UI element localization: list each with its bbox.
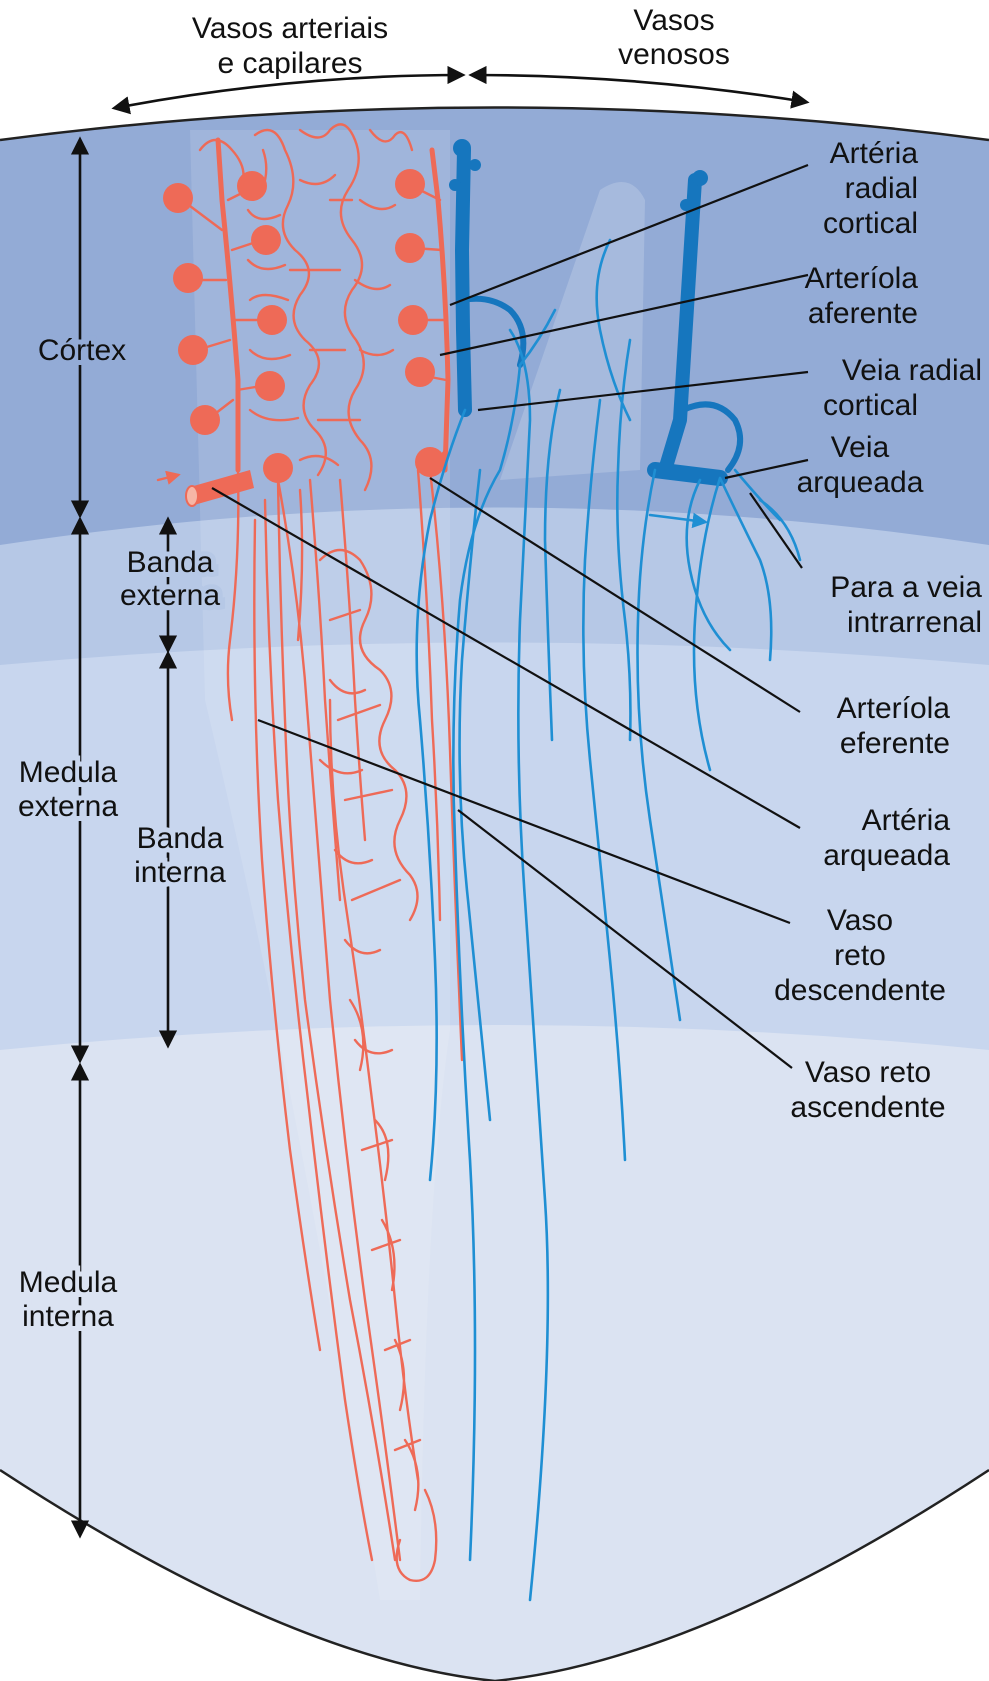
header-labels: Vasos arteriais e capilares Vasos venoso… (192, 4, 730, 80)
arcuate-vein-label-2: arqueada (797, 466, 924, 499)
vein-knob (449, 179, 461, 191)
efferent-arteriole-label-1: Arteríola (837, 692, 951, 725)
outer-medulla-label-2: externa (18, 790, 118, 823)
arcuate-artery-label-1: Artéria (862, 804, 951, 837)
cortex-label: Córtex (38, 334, 126, 367)
cortical-radial-artery-label-3: cortical (823, 207, 918, 240)
efferent-arteriole-label-2: eferente (840, 727, 950, 760)
outer-medulla-label-1: Medula (19, 756, 118, 789)
arcuate-vein-label-1: Veia (831, 431, 890, 464)
venous-header-line2: venosos (618, 38, 730, 71)
vein-knob (453, 139, 471, 157)
to-intrarenal-vein-label-1: Para a veia (830, 571, 982, 604)
cortical-radial-vein-label-2: cortical (823, 389, 918, 422)
arterial-header-line2: e capilares (217, 47, 362, 80)
cortical-radial-artery-label-1: Artéria (830, 137, 919, 170)
vein-knob (469, 159, 481, 171)
inner-medulla-label-1: Medula (19, 1266, 118, 1299)
to-intrarenal-vein-label-2: intrarrenal (847, 606, 982, 639)
descending-vasa-recta-label-3: descendente (774, 974, 946, 1007)
cortical-radial-vein-left (462, 150, 465, 410)
venous-header-line1: Vasos (633, 4, 714, 37)
cortical-radial-vein-label-1: Veia radial (842, 354, 982, 387)
inner-band-label-1: Banda (137, 822, 224, 855)
arcuate-artery-label-2: arqueada (823, 839, 950, 872)
ascending-vasa-recta-label-1: Vaso reto (805, 1056, 931, 1089)
vein-knob (680, 199, 692, 211)
arterial-header-line1: Vasos arteriais (192, 12, 388, 45)
outer-band-label-2: externa (120, 579, 220, 612)
vein-knob (692, 170, 708, 186)
descending-vasa-recta-label-2: reto (834, 939, 886, 972)
venous-span-arrow (472, 75, 806, 102)
afferent-arteriole-label-2: aferente (808, 297, 918, 330)
outer-band-label-1: Banda (127, 546, 214, 579)
arcuate-vein (655, 470, 720, 478)
afferent-arteriole-label-1: Arteríola (805, 262, 919, 295)
ascending-vasa-recta-label-2: ascendente (790, 1091, 945, 1124)
descending-vasa-recta-label-1: Vaso (827, 904, 893, 937)
cortical-radial-artery-label-2: radial (845, 172, 918, 205)
inner-medulla-label-2: interna (22, 1300, 114, 1333)
inner-band-label-2: interna (134, 856, 226, 889)
